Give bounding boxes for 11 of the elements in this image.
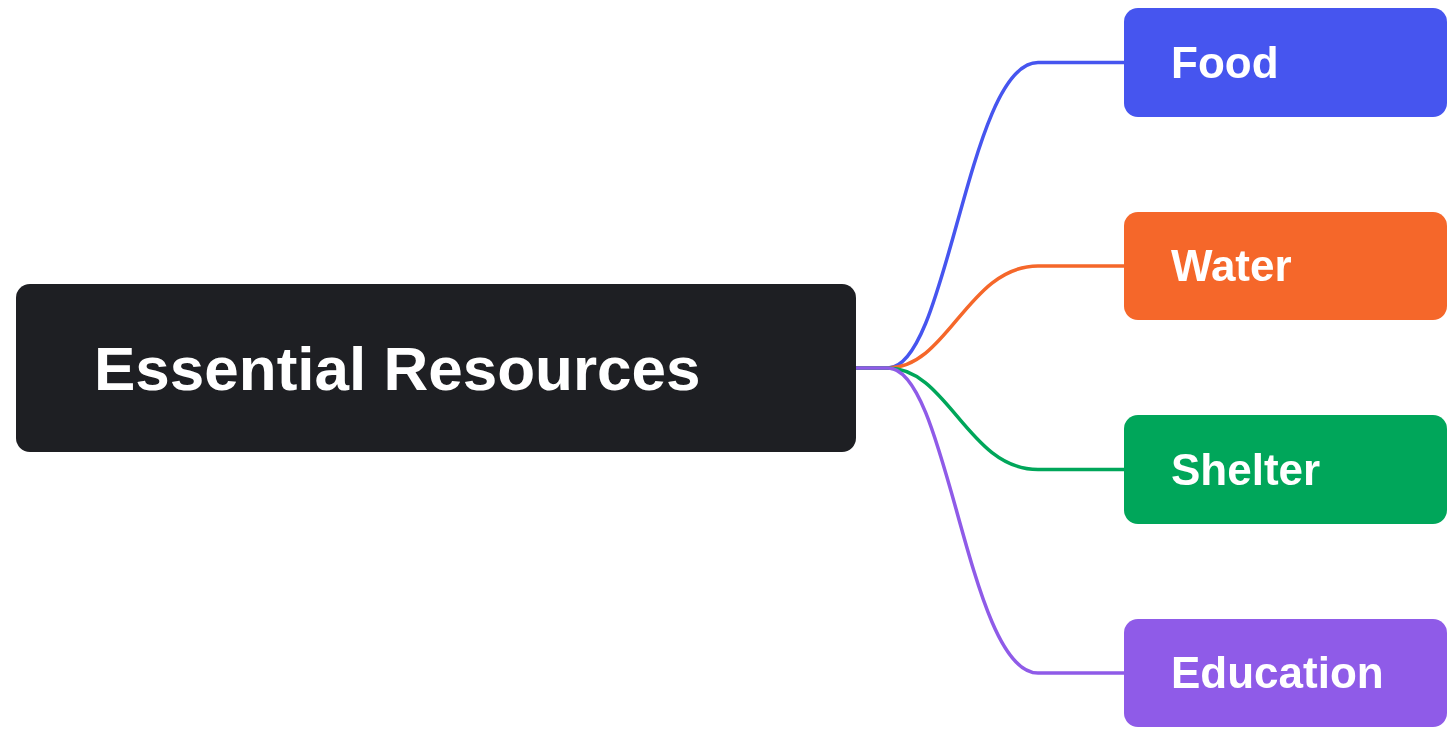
topic-label: Education [1171,648,1384,698]
branch-topic-box [1124,8,1447,117]
branch-topic-box [1124,415,1447,524]
topic-label: Water [1171,241,1292,291]
topic-label: Shelter [1171,444,1321,495]
topic-label: Food [1171,37,1279,88]
branch-topic-box [1124,212,1447,320]
connector-line [856,366,1124,675]
topic-label: Essential Resources [94,332,701,404]
branch-topic-box [1124,619,1447,727]
central-topic-box [16,284,856,452]
